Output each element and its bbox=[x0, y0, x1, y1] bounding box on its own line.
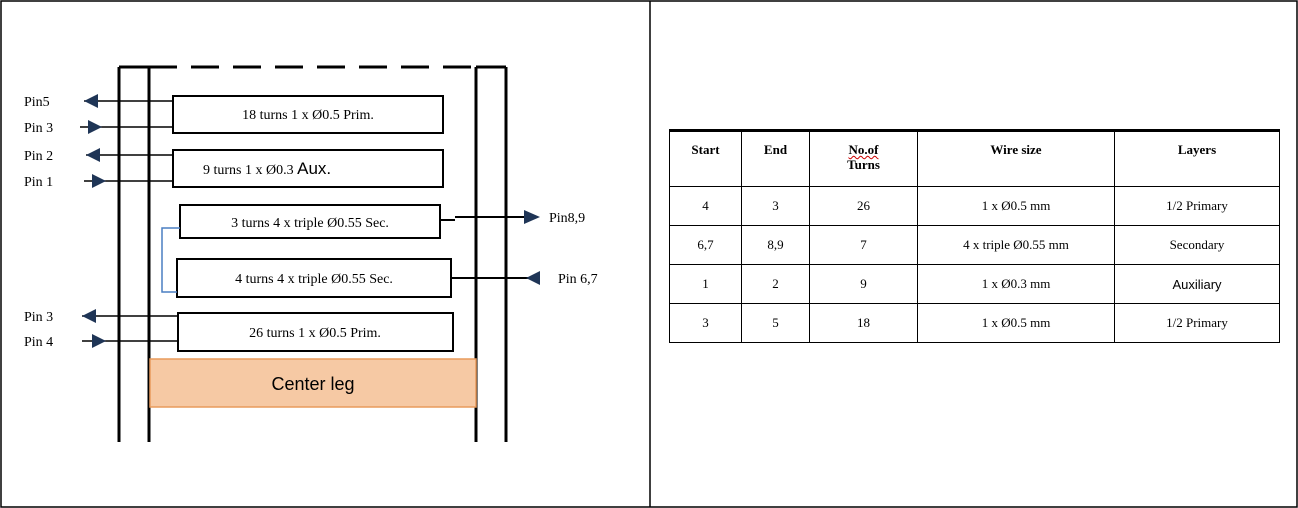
secondary-link-wire bbox=[161, 227, 180, 293]
winding-label-aux-9: 9 turns 1 x Ø0.3 Aux. bbox=[203, 159, 331, 178]
center-leg-label: Center leg bbox=[271, 374, 354, 394]
center-leg bbox=[149, 358, 477, 408]
winding-box-secondary-3 bbox=[179, 204, 441, 239]
pin2-arrow-icon bbox=[86, 148, 100, 162]
table-row: 6,7 8,9 7 4 x triple Ø0.55 mm Secondary bbox=[669, 225, 1280, 265]
pin1-arrow-icon bbox=[92, 174, 106, 188]
winding-label-secondary-4: 4 turns 4 x triple Ø0.55 Sec. bbox=[235, 272, 393, 287]
header-layers: Layers bbox=[1114, 130, 1280, 187]
pin-label-3-bottom: Pin 3 bbox=[24, 310, 53, 325]
left-pin-leads bbox=[80, 100, 178, 342]
cell-turns: 9 bbox=[809, 264, 918, 304]
pin67-arrow-icon bbox=[526, 271, 540, 285]
cell-layers: Auxiliary bbox=[1114, 264, 1280, 304]
cell-wire: 1 x Ø0.5 mm bbox=[917, 186, 1115, 226]
cell-end: 2 bbox=[741, 264, 810, 304]
header-end: End bbox=[741, 130, 810, 187]
header-start: Start bbox=[669, 130, 742, 187]
pin89-arrow-icon bbox=[524, 210, 540, 224]
winding-box-primary-18 bbox=[172, 95, 444, 134]
cell-start: 6,7 bbox=[669, 225, 742, 265]
header-turns-line1: No.of bbox=[848, 142, 879, 157]
winding-box-aux-9 bbox=[172, 149, 444, 188]
cell-end: 5 bbox=[741, 303, 810, 343]
cell-layers: 1/2 Primary bbox=[1114, 303, 1280, 343]
cell-wire: 1 x Ø0.5 mm bbox=[917, 303, 1115, 343]
cell-turns: 26 bbox=[809, 186, 918, 226]
cell-turns: 18 bbox=[809, 303, 918, 343]
cell-layers: 1/2 Primary bbox=[1114, 186, 1280, 226]
pin-label-2: Pin 2 bbox=[24, 149, 53, 164]
table-row: 3 5 18 1 x Ø0.5 mm 1/2 Primary bbox=[669, 303, 1280, 343]
right-pin-leads bbox=[440, 216, 540, 279]
cell-layers: Secondary bbox=[1114, 225, 1280, 265]
winding-label-secondary-3: 3 turns 4 x triple Ø0.55 Sec. bbox=[231, 216, 389, 231]
cell-end: 3 bbox=[741, 186, 810, 226]
winding-box-secondary-4 bbox=[176, 258, 452, 298]
cell-start: 3 bbox=[669, 303, 742, 343]
pin3-top-arrow-icon bbox=[88, 120, 102, 134]
cell-wire: 4 x triple Ø0.55 mm bbox=[917, 225, 1115, 265]
table-row: 1 2 9 1 x Ø0.3 mm Auxiliary bbox=[669, 264, 1280, 304]
winding-label-aux-9-text: 9 turns 1 x Ø0.3 bbox=[203, 163, 297, 178]
pin4-arrow-icon bbox=[92, 334, 106, 348]
cell-wire: 1 x Ø0.3 mm bbox=[917, 264, 1115, 304]
table-row: 4 3 26 1 x Ø0.5 mm 1/2 Primary bbox=[669, 186, 1280, 226]
left-pin-arrows bbox=[82, 94, 106, 348]
pin-label-1: Pin 1 bbox=[24, 175, 53, 190]
pin-label-3-top: Pin 3 bbox=[24, 121, 53, 136]
right-pin-arrows bbox=[524, 210, 540, 285]
pin5-arrow-icon bbox=[84, 94, 98, 108]
winding-label-primary-26: 26 turns 1 x Ø0.5 Prim. bbox=[249, 326, 381, 341]
pin-label-4: Pin 4 bbox=[24, 335, 53, 350]
cell-end: 8,9 bbox=[741, 225, 810, 265]
pin-label-5: Pin5 bbox=[24, 95, 50, 110]
pin3-bottom-arrow-icon bbox=[82, 309, 96, 323]
cell-turns: 7 bbox=[809, 225, 918, 265]
winding-label-aux-9-suffix: Aux. bbox=[297, 159, 331, 178]
pin-label-89: Pin8,9 bbox=[549, 211, 585, 226]
cell-start: 4 bbox=[669, 186, 742, 226]
pin-label-67: Pin 6,7 bbox=[558, 272, 598, 287]
header-wire-size: Wire size bbox=[917, 130, 1115, 187]
header-turns-line2: Turns bbox=[847, 157, 880, 172]
cell-start: 1 bbox=[669, 264, 742, 304]
winding-label-primary-18: 18 turns 1 x Ø0.5 Prim. bbox=[242, 108, 374, 123]
winding-box-primary-26 bbox=[177, 312, 454, 352]
